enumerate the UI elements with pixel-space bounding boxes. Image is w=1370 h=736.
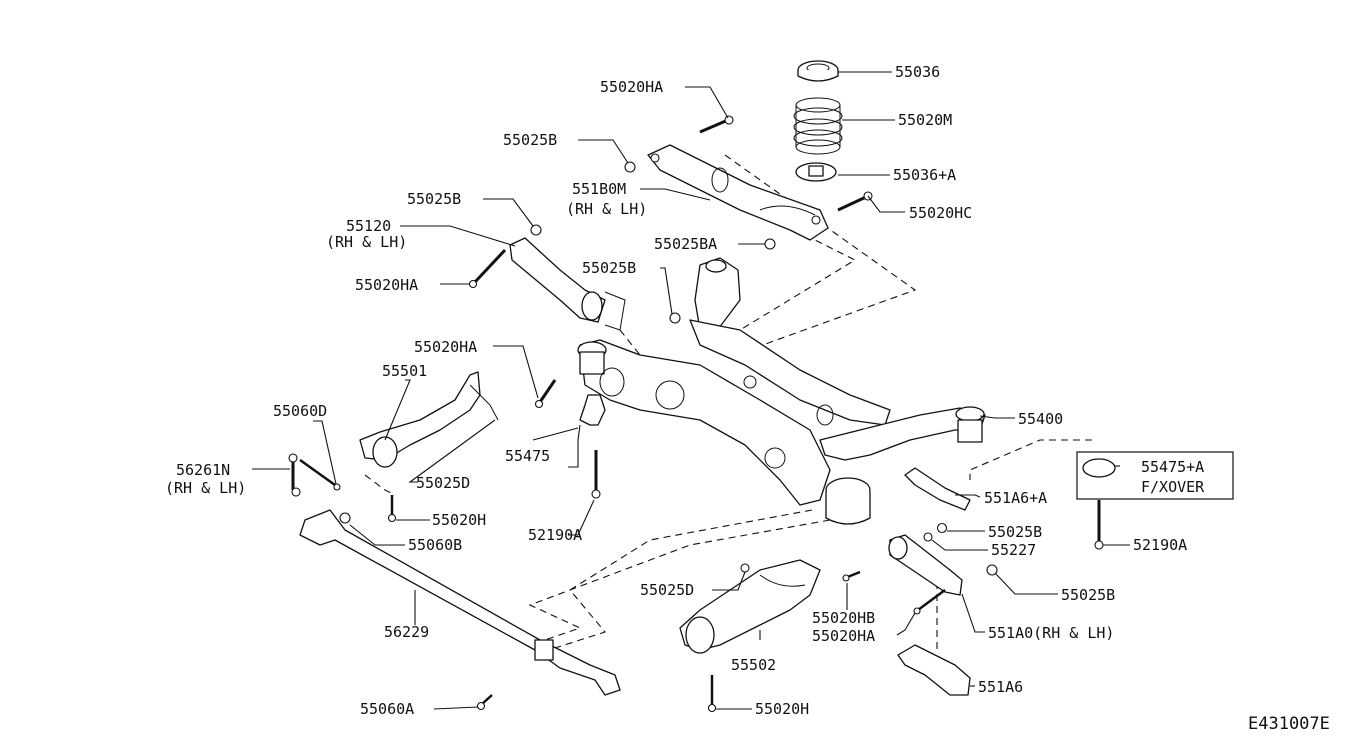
label-55020HB: 55020HB: [812, 609, 875, 627]
drawing-code: E431007E: [1248, 714, 1330, 734]
trailing-arm-55501: [359, 371, 499, 468]
label-55036A: 55036+A: [893, 166, 956, 184]
spring-seat-upper: [797, 60, 839, 82]
label-55060A: 55060A: [360, 700, 414, 718]
arm-55120: [509, 237, 626, 331]
label-55025B-left: 55025B: [407, 190, 461, 208]
stabilizer-bar: [299, 509, 621, 696]
label-55020HA-bottom: 55020HA: [812, 627, 875, 645]
label-56261N-sub: (RH & LH): [165, 479, 246, 497]
label-55025B-right: 55025B: [988, 523, 1042, 541]
label-56229: 56229: [384, 623, 429, 641]
label-55020H-bottom: 55020H: [755, 700, 809, 718]
label-52190A-left: 52190A: [528, 526, 582, 544]
label-52190A-right: 52190A: [1133, 536, 1187, 554]
label-55120-sub: (RH & LH): [326, 233, 407, 251]
nut-55025D-bottom: [740, 563, 750, 573]
nut-55025B-right: [936, 522, 948, 534]
bolt-52190A-left: [591, 450, 601, 499]
label-55060D: 55060D: [273, 402, 327, 420]
nut-55025B-left: [530, 224, 542, 236]
nut-55025BA: [764, 238, 776, 250]
label-55025BA: 55025BA: [654, 235, 717, 253]
bolt-mid: [534, 379, 557, 409]
label-55020HC: 55020HC: [909, 204, 972, 222]
washer-55227: [923, 532, 933, 542]
label-55025B-top: 55025B: [503, 131, 557, 149]
label-551B0M-sub: (RH & LH): [566, 200, 647, 218]
bracket-551A6: [897, 644, 971, 696]
label-56261N: 56261N: [176, 461, 230, 479]
lower-arm-551A0: [888, 534, 963, 596]
fxover-box: [1076, 451, 1234, 500]
label-55120: 55120: [346, 217, 391, 235]
stabilizer-link: [288, 453, 301, 497]
bracket-551A6A: [904, 467, 971, 511]
coil-spring: [793, 97, 843, 155]
bolt-55020HA-bottom: [913, 588, 946, 615]
bolt-left: [468, 248, 507, 289]
upper-link-arm: [647, 144, 829, 241]
label-55025B-mid: 55025B: [582, 259, 636, 277]
label-55020HA-left: 55020HA: [355, 276, 418, 294]
lower-link-55502: [679, 559, 821, 654]
bolt-55020H-left: [387, 495, 397, 523]
spring-seat-lower: [795, 162, 837, 182]
bracket-55475: [577, 394, 606, 441]
label-55020M: 55020M: [898, 111, 952, 129]
bolt-55020H-bottom: [707, 675, 717, 713]
assembly-dashed-lines: [364, 154, 1092, 650]
rear-subframe: [577, 257, 986, 525]
bolt-55060D: [299, 458, 341, 491]
label-55025D-bottom: 55025D: [640, 581, 694, 599]
label-55502: 55502: [731, 656, 776, 674]
label-55020HA-top: 55020HA: [600, 78, 663, 96]
label-55501: 55501: [382, 362, 427, 380]
label-55036: 55036: [895, 63, 940, 81]
label-551B0M: 551B0M: [572, 180, 626, 198]
part-labels: 55036 55020M 55036+A 55020HC 55020HA 550…: [165, 63, 1330, 734]
nut-55025B-bottom: [986, 564, 998, 576]
label-55020HA-mid: 55020HA: [414, 338, 477, 356]
label-55025D: 55025D: [416, 474, 470, 492]
bolt-55060A: [476, 694, 493, 711]
bolt-top: [699, 115, 734, 134]
label-551A6A: 551A6+A: [984, 489, 1047, 507]
label-551A6: 551A6: [978, 678, 1023, 696]
bolt-55020HB: [842, 570, 861, 582]
label-55025B-bottom: 55025B: [1061, 586, 1115, 604]
bolt-right-upper: [837, 191, 873, 212]
leader-lines: [252, 71, 1130, 710]
label-55400: 55400: [1018, 410, 1063, 428]
label-551A0: 551A0(RH & LH): [988, 624, 1114, 642]
label-55475A: 55475+A: [1141, 458, 1204, 476]
label-55227: 55227: [991, 541, 1036, 559]
label-55475: 55475: [505, 447, 550, 465]
bolt-52190A-right: [1094, 500, 1104, 550]
label-55475A-sub: F/XOVER: [1141, 478, 1205, 496]
label-55060B: 55060B: [408, 536, 462, 554]
nut-55025B-top: [624, 161, 636, 173]
label-55020H-left: 55020H: [432, 511, 486, 529]
nut-55025B-mid: [669, 312, 681, 324]
